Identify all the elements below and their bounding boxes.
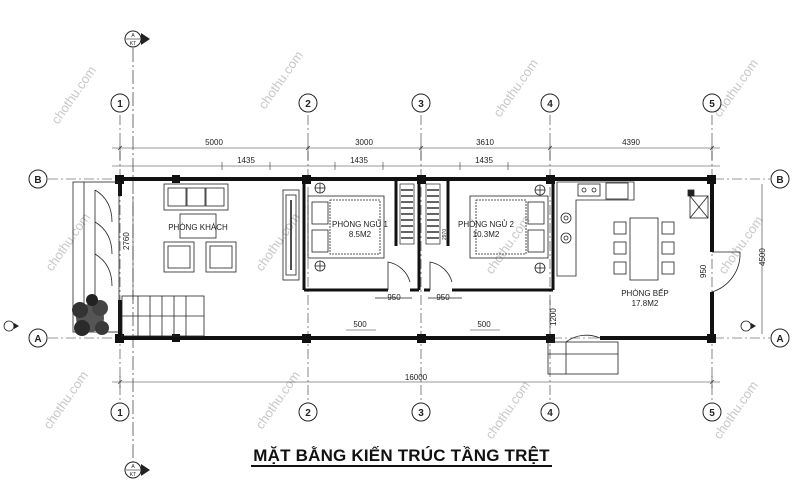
section-mark-bottom: A KT bbox=[124, 461, 150, 479]
exterior-walls bbox=[118, 177, 714, 340]
room-bed1-name: PHÒNG NGỦ 1 bbox=[332, 220, 389, 229]
grid-bubble-label: 2 bbox=[305, 408, 311, 419]
watermark-layer: chothu.com chothu.com chothu.com chothu.… bbox=[40, 48, 766, 442]
watermark: chothu.com bbox=[255, 48, 306, 112]
dim-mid-partition: 2970 bbox=[442, 229, 448, 240]
room-kitchen-name: PHÒNG BẾP bbox=[621, 288, 669, 298]
watermark: chothu.com bbox=[48, 63, 99, 127]
bedroom-doors bbox=[375, 261, 462, 299]
room-bed2-name: PHÒNG NGỦ 2 bbox=[458, 220, 515, 229]
drawing-title: MẶT BẰNG KIẾN TRÚC TẦNG TRỆT bbox=[0, 446, 803, 467]
section-mark-bottom-label: A bbox=[131, 464, 135, 470]
section-mark-top-sheet: KT bbox=[130, 41, 136, 47]
bed-2 bbox=[469, 184, 549, 274]
dim-opening-1: 1435 bbox=[237, 156, 255, 165]
back-steps bbox=[547, 334, 619, 375]
watermark: chothu.com bbox=[715, 213, 766, 277]
watermark: chothu.com bbox=[252, 210, 303, 274]
grid-bubble-label: 1 bbox=[117, 408, 123, 419]
dim-right-depth: 4500 bbox=[758, 248, 767, 266]
dimension-lines-top bbox=[112, 143, 720, 170]
front-porch bbox=[72, 181, 120, 333]
grid-lines bbox=[48, 115, 770, 400]
section-mark-small bbox=[3, 320, 756, 332]
grid-bubbles-bottom: 1 2 3 4 5 bbox=[110, 402, 722, 422]
drawing-title-text: MẶT BẰNG KIẾN TRÚC TẦNG TRỆT bbox=[251, 446, 552, 467]
grid-bubble-label: B bbox=[34, 175, 41, 186]
columns bbox=[115, 175, 716, 343]
grid-bubble-label: 5 bbox=[709, 99, 715, 110]
section-mark-top-label: A bbox=[131, 33, 135, 39]
dim-span-4: 4390 bbox=[622, 138, 640, 147]
watermark: chothu.com bbox=[482, 378, 533, 442]
grid-bubbles-side: B A B A bbox=[28, 169, 790, 348]
grid-bubble-label: 3 bbox=[418, 408, 424, 419]
dim-span-1: 5000 bbox=[205, 138, 223, 147]
grid-bubble-label: 2 bbox=[305, 99, 311, 110]
dim-span-3: 3610 bbox=[476, 138, 494, 147]
dim-stair-gap: 1200 bbox=[549, 308, 558, 326]
fridge-icon bbox=[687, 189, 709, 219]
watermark: chothu.com bbox=[40, 368, 91, 432]
grid-bubble-label: 4 bbox=[547, 408, 553, 419]
kitchen-counter bbox=[556, 181, 635, 277]
dim-window-1: 500 bbox=[353, 320, 367, 329]
room-bed2-area: 10.3M2 bbox=[473, 230, 500, 239]
dim-opening-3: 1435 bbox=[475, 156, 493, 165]
stairs bbox=[121, 295, 205, 337]
dim-window-2: 500 bbox=[477, 320, 491, 329]
dim-left-depth: 2760 bbox=[122, 232, 131, 250]
section-mark-top: A KT bbox=[124, 30, 150, 48]
dim-door-1: 950 bbox=[387, 293, 401, 302]
bed-1 bbox=[307, 182, 385, 272]
dim-opening-2: 1435 bbox=[350, 156, 368, 165]
grid-bubbles-top: 1 2 3 4 5 bbox=[110, 93, 722, 113]
dim-door-2: 950 bbox=[436, 293, 450, 302]
sofa-set bbox=[163, 183, 237, 273]
tv-cabinet bbox=[282, 189, 300, 281]
grid-bubble-label: B bbox=[776, 175, 783, 186]
dimension-lines-bottom bbox=[112, 329, 720, 388]
watermark: chothu.com bbox=[42, 210, 93, 274]
watermark: chothu.com bbox=[252, 368, 303, 432]
grid-bubble-label: 1 bbox=[117, 99, 123, 110]
watermark: chothu.com bbox=[490, 56, 541, 120]
room-living-name: PHÒNG KHÁCH bbox=[168, 223, 228, 232]
grid-bubble-label: 5 bbox=[709, 408, 715, 419]
tree-icon bbox=[72, 294, 109, 336]
grid-bubble-label: 3 bbox=[418, 99, 424, 110]
dim-total: 16000 bbox=[405, 373, 428, 382]
interior-walls bbox=[302, 179, 555, 292]
section-mark-bottom-sheet: KT bbox=[130, 472, 136, 478]
room-kitchen-area: 17.8M2 bbox=[632, 299, 659, 308]
grid-bubble-label: A bbox=[776, 334, 783, 345]
dim-right-inner: 950 bbox=[699, 264, 708, 278]
dining-table bbox=[613, 217, 675, 281]
wardrobes bbox=[399, 183, 441, 245]
dim-span-2: 3000 bbox=[355, 138, 373, 147]
side-door bbox=[711, 251, 741, 293]
grid-bubble-label: 4 bbox=[547, 99, 553, 110]
grid-bubble-label: A bbox=[34, 334, 41, 345]
room-bed1-area: 8.5M2 bbox=[349, 230, 372, 239]
